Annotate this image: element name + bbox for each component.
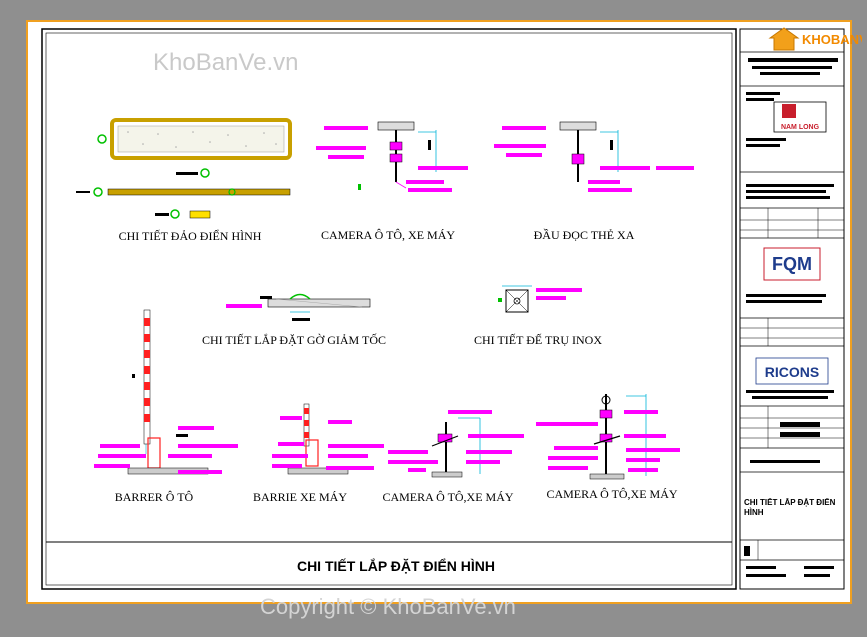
caption-barrie-xe-may: BARRIE XE MÁY [253,490,347,504]
kho-logo-text: KHOBANVE [802,32,862,47]
caption-dao: CHI TIẾT ĐẢO ĐIỂN HÌNH [119,228,262,243]
drawing-inner-frame [45,32,733,586]
sheet-name: CHI TIẾT LẮP ĐẶT ĐIỂN HÌNH [744,498,836,517]
detail-camera-bottom-1 [388,410,524,478]
title-block: NAM LONG FQM RICONS CHI TIẾT LẮP ĐẶT ĐIỂ… [739,28,845,590]
detail-camera-bottom-2 [536,394,680,480]
detail-camera-top [316,121,468,192]
caption-go-giam-toc: CHI TIẾT LẮP ĐẶT GỜ GIẢM TỐC [202,332,386,347]
caption-camera-bottom-1: CAMERA Ô TÔ,XE MÁY [382,490,513,504]
detail-go-giam-toc [226,293,371,321]
detail-barrer-oto [94,309,238,475]
caption-camera-oto-xe: CAMERA Ô TÔ, XE MÁY [321,228,455,242]
drawing-frame [41,28,737,590]
watermark-top: KhoBanVe.vn [153,49,298,76]
detail-barrie-xe-may [272,403,384,475]
drawing-canvas: KhoBanVe.vn CHI TIẾT ĐẢO ĐIỂN HÌNH [41,28,845,590]
detail-tru-inox [498,285,582,313]
caption-barrer-oto: BARRER Ô TÔ [115,490,194,504]
kho-logo: KHOBANVE [766,24,862,52]
caption-dau-doc: ĐẦU ĐỌC THẺ XA [534,227,635,242]
drawing-title: CHI TIẾT LẮP ĐẶT ĐIỂN HÌNH [297,557,495,574]
detail-dao [76,118,292,219]
caption-tru-inox: CHI TIẾT ĐẾ TRỤ INOX [474,332,602,347]
logo-fqm: FQM [772,254,812,274]
detail-dau-doc [494,121,694,192]
caption-camera-bottom-2: CAMERA Ô TÔ,XE MÁY [546,487,677,501]
drawing-sheet: KhoBanVe.vn CHI TIẾT ĐẢO ĐIỂN HÌNH [26,20,852,604]
logo-ricons: RICONS [765,364,819,380]
logo-nam-long: NAM LONG [781,124,820,131]
